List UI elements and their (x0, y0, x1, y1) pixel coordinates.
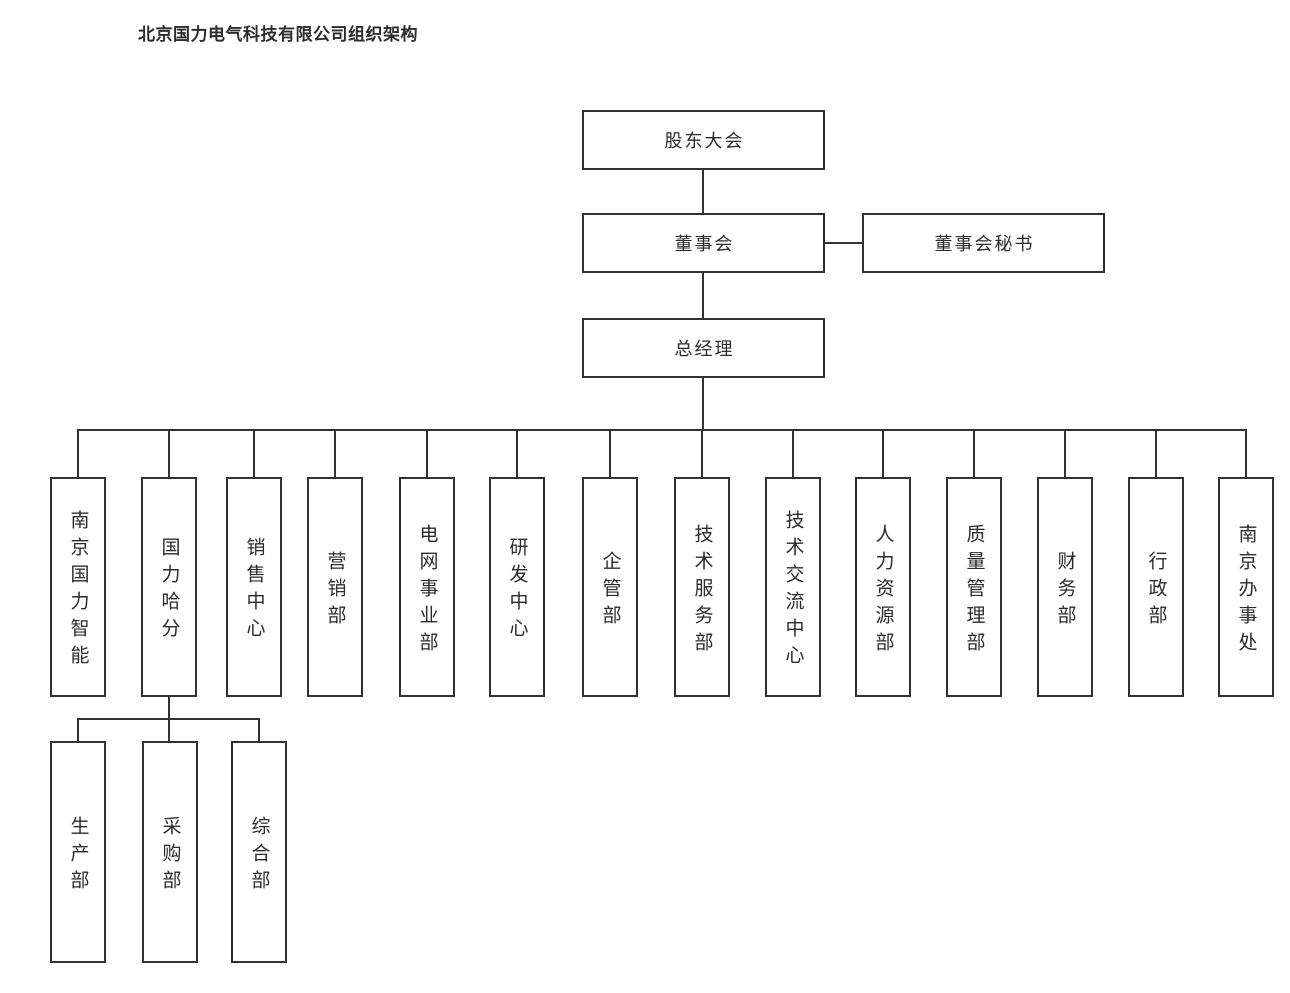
connector-substub-2 (168, 719, 170, 741)
node-label: 董事会 (674, 234, 735, 254)
node-label: 技术交流中心 (782, 510, 804, 672)
node-label: 电网事业部 (416, 523, 438, 659)
node-label: 企管部 (599, 550, 621, 632)
connector-stub-10 (882, 430, 884, 477)
connector-stub-1 (77, 430, 79, 477)
node-label: 董事会秘书 (934, 234, 1035, 254)
connector-shareholders-board (702, 170, 704, 213)
dept-node-quality-management[interactable]: 质量管理部 (946, 477, 1002, 697)
node-label: 国力哈分 (158, 537, 180, 645)
chart-title: 北京国力电气科技有限公司组织架构 (138, 25, 418, 44)
node-label: 南京办事处 (1235, 523, 1257, 659)
connector-stub-8 (701, 430, 703, 477)
connector-stub-7 (609, 430, 611, 477)
dept-node-enterprise-management[interactable]: 企管部 (582, 477, 638, 697)
connector-stub-4 (334, 430, 336, 477)
node-board-of-directors[interactable]: 董事会 (582, 213, 825, 273)
connector-hafen-subtrunk (168, 697, 170, 719)
connector-board-secretary (825, 242, 862, 244)
connector-stub-2 (168, 430, 170, 477)
connector-stub-6 (516, 430, 518, 477)
dept-node-rd-center[interactable]: 研发中心 (489, 477, 545, 697)
node-label: 销售中心 (243, 537, 265, 645)
connector-stub-5 (426, 430, 428, 477)
dept-node-administration[interactable]: 行政部 (1128, 477, 1184, 697)
sub-dept-node-procurement[interactable]: 采购部 (142, 741, 198, 963)
dept-node-finance[interactable]: 财务部 (1037, 477, 1093, 697)
node-label: 南京国力智能 (67, 510, 89, 672)
node-label: 股东大会 (664, 131, 745, 151)
connector-substub-1 (77, 719, 79, 741)
connector-board-gm (702, 273, 704, 318)
node-label: 生产部 (67, 815, 89, 897)
dept-node-nanjing-office[interactable]: 南京办事处 (1218, 477, 1274, 697)
dept-node-guoli-hafen[interactable]: 国力哈分 (141, 477, 197, 697)
connector-stub-12 (1064, 430, 1066, 477)
node-label: 财务部 (1054, 550, 1076, 632)
node-label: 人力资源部 (872, 523, 894, 659)
node-general-manager[interactable]: 总经理 (582, 318, 825, 378)
node-label: 采购部 (159, 815, 181, 897)
node-label: 质量管理部 (963, 523, 985, 659)
node-label: 营销部 (324, 550, 346, 632)
node-label: 行政部 (1145, 550, 1167, 632)
connector-stub-11 (973, 430, 975, 477)
connector-stub-14 (1245, 430, 1247, 477)
dept-node-human-resources[interactable]: 人力资源部 (855, 477, 911, 697)
node-label: 总经理 (674, 339, 735, 359)
sub-dept-node-general-affairs[interactable]: 综合部 (231, 741, 287, 963)
sub-dept-node-production[interactable]: 生产部 (50, 741, 106, 963)
dept-node-technical-service[interactable]: 技术服务部 (674, 477, 730, 697)
connector-stub-9 (792, 430, 794, 477)
dept-node-technical-exchange-center[interactable]: 技术交流中心 (765, 477, 821, 697)
node-board-secretary[interactable]: 董事会秘书 (862, 213, 1105, 273)
connector-stub-3 (253, 430, 255, 477)
connector-substub-3 (258, 719, 260, 741)
connector-stub-13 (1155, 430, 1157, 477)
connector-trunk (77, 429, 1247, 431)
node-label: 研发中心 (506, 537, 528, 645)
connector-gm-trunk (702, 378, 704, 430)
dept-node-marketing[interactable]: 营销部 (307, 477, 363, 697)
dept-node-power-grid-division[interactable]: 电网事业部 (399, 477, 455, 697)
dept-node-nanjing-guoli-intelligent[interactable]: 南京国力智能 (50, 477, 106, 697)
node-label: 技术服务部 (691, 523, 713, 659)
dept-node-sales-center[interactable]: 销售中心 (226, 477, 282, 697)
node-shareholders-meeting[interactable]: 股东大会 (582, 110, 825, 170)
node-label: 综合部 (248, 815, 270, 897)
